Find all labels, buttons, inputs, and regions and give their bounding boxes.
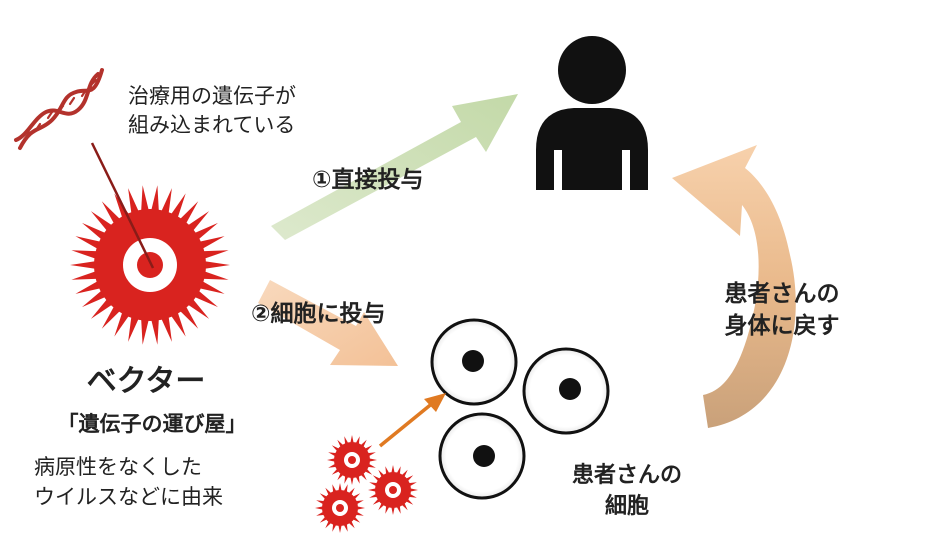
dna-caption-line2: 組み込まれている xyxy=(128,113,295,137)
cell-administration-arrow xyxy=(258,280,398,366)
person-icon xyxy=(536,36,648,190)
vector-subtitle: 「遺伝子の運び屋」 xyxy=(58,412,247,436)
vector-origin-line1: 病原性をなくした xyxy=(34,455,202,479)
patient-cells-label-line1: 患者さんの xyxy=(572,462,682,488)
virus-vector-icon xyxy=(315,483,365,533)
dna-caption-line1: 治療用の遺伝子が xyxy=(128,84,296,108)
vector-entry-arrow xyxy=(378,393,446,448)
vector-title: ベクター xyxy=(87,364,206,399)
virus-vector-icon xyxy=(327,435,377,485)
vector-origin-line2: ウイルスなどに由来 xyxy=(34,485,223,509)
cell-icon xyxy=(430,318,518,406)
gene-insertion-line xyxy=(90,142,155,269)
return-to-body-label-line1: 患者さんの xyxy=(725,280,840,307)
patient-cells-label-line2: 細胞 xyxy=(605,493,649,519)
cell-icon xyxy=(522,347,610,435)
cell-administration-label: ②細胞に投与 xyxy=(251,300,385,327)
return-to-body-label-line2: 身体に戻す xyxy=(725,312,840,339)
virus-vector-icon xyxy=(70,185,230,345)
cell-icon xyxy=(438,412,526,500)
direct-administration-label: ①直接投与 xyxy=(312,166,423,193)
dna-helix-icon xyxy=(14,68,104,150)
virus-vector-icon xyxy=(368,465,418,515)
return-to-body-arrow xyxy=(672,145,796,428)
direct-administration-arrow xyxy=(271,94,518,240)
